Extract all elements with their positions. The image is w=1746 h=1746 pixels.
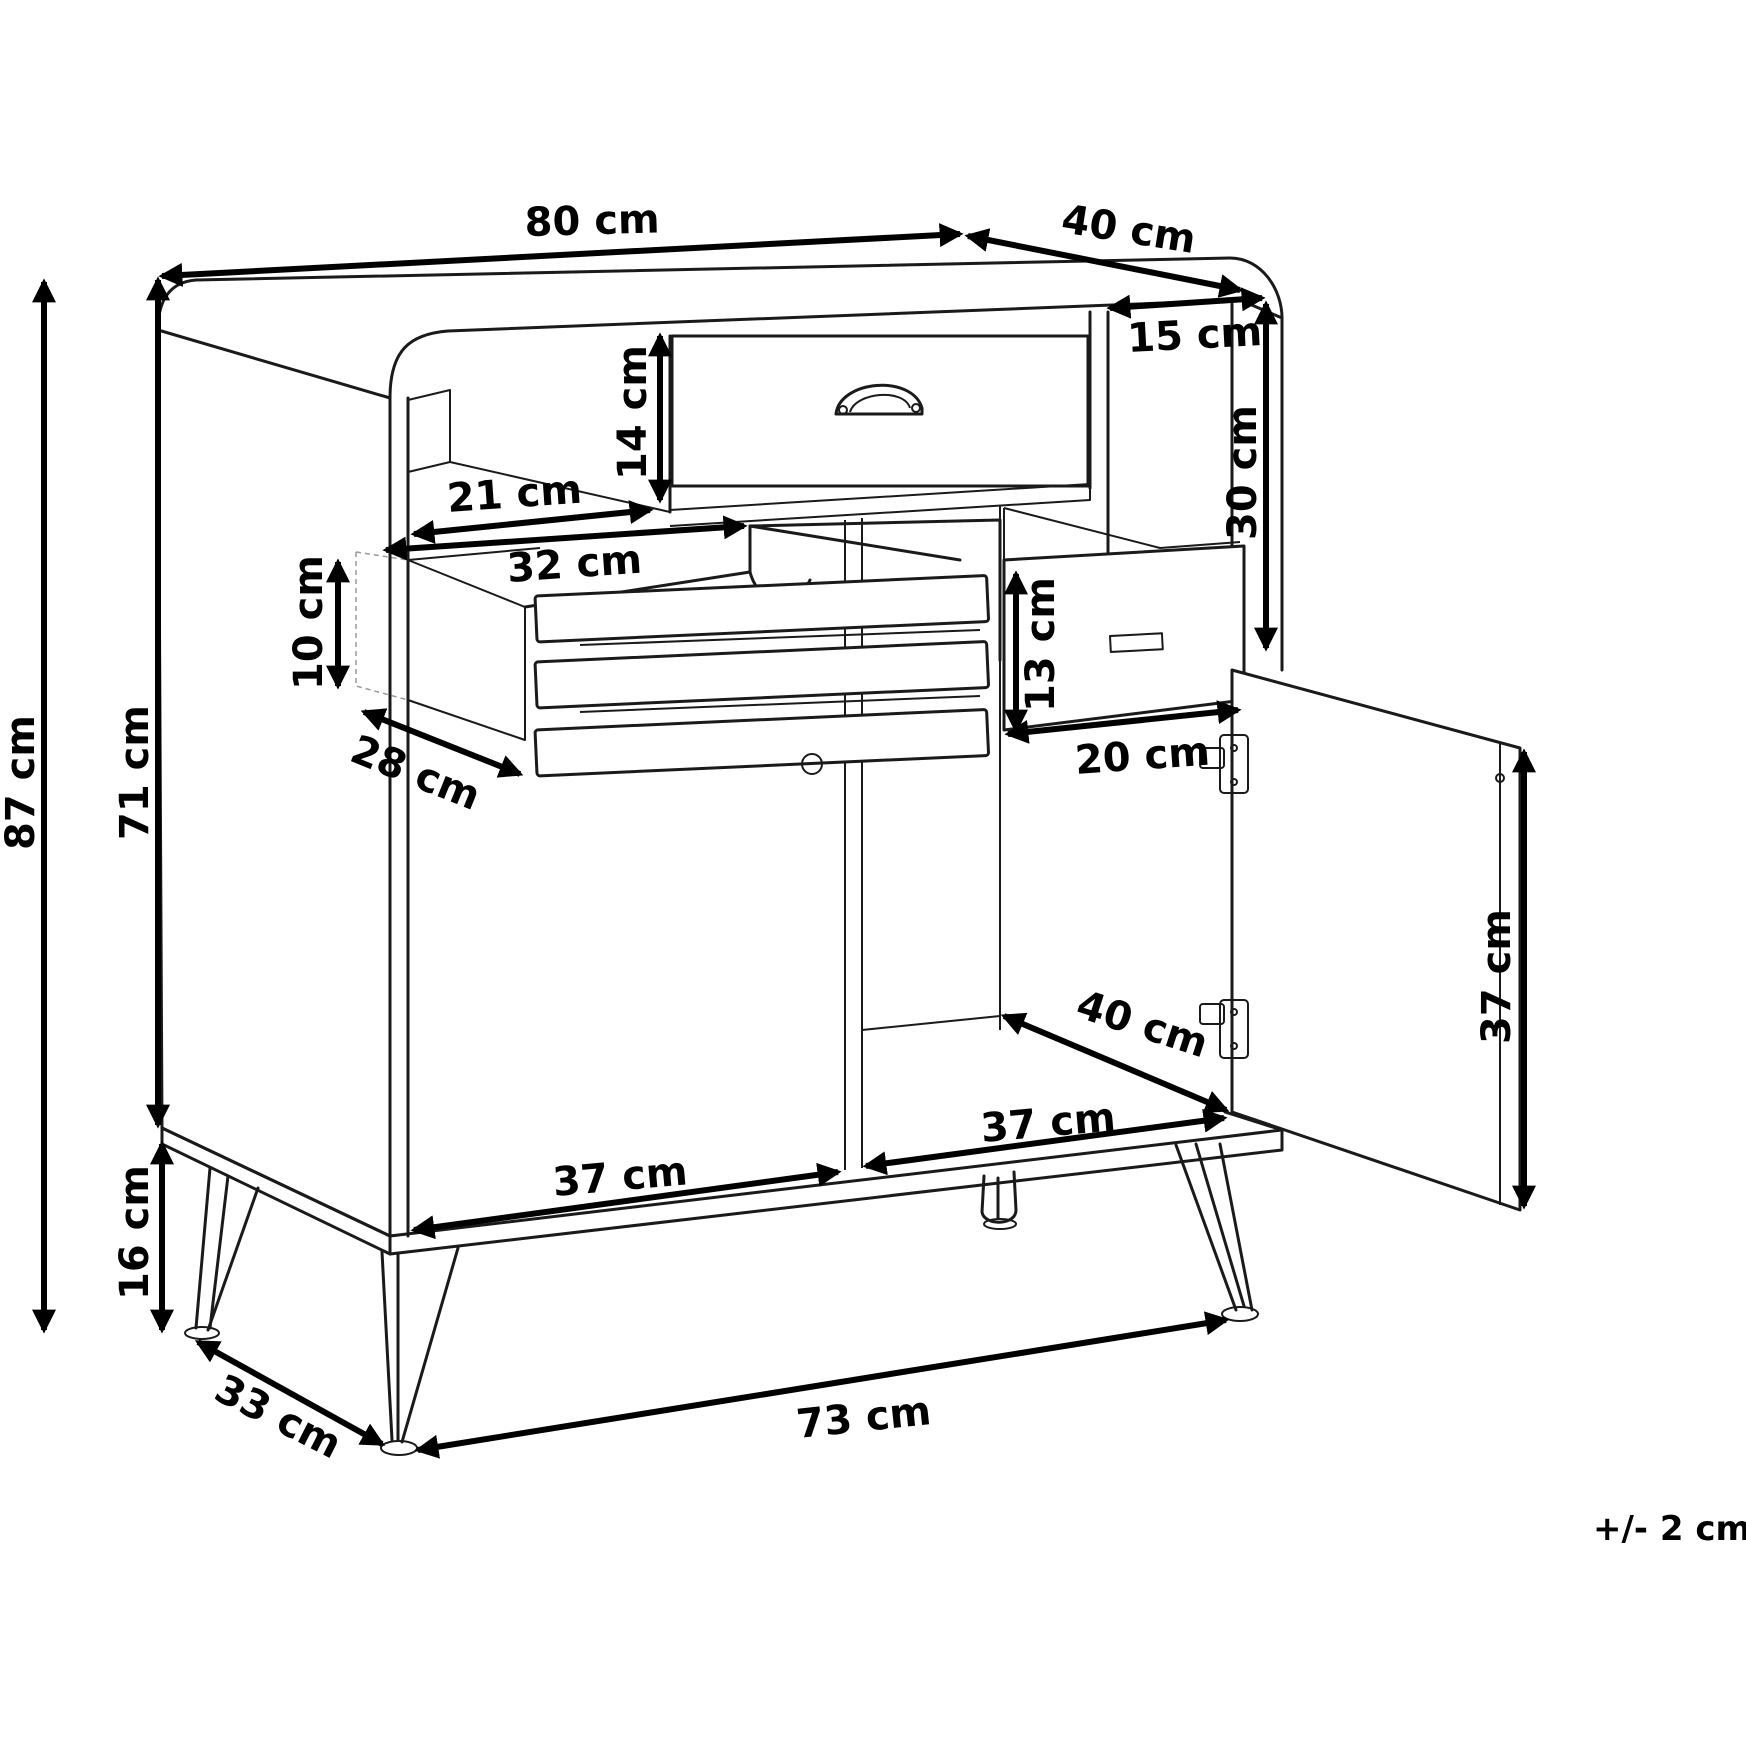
dim-arrow-73 <box>414 1311 1230 1459</box>
label-right-drawer-width: 20 cm <box>1073 729 1211 784</box>
label-right-compartment-width: 37 cm <box>979 1094 1117 1152</box>
label-total-depth: 40 cm <box>1058 196 1199 263</box>
hinge-top-icon <box>1199 734 1249 794</box>
label-right-drawer-height: 13 cm <box>1018 577 1064 712</box>
dim-arrow-37-left <box>410 1162 842 1240</box>
door-knob-icon <box>801 753 823 775</box>
cabinet-top-front-edge <box>388 298 1284 400</box>
label-door-height: 37 cm <box>1474 909 1520 1044</box>
tolerance-note: +/- 2 cm <box>1593 1509 1746 1549</box>
dimension-labels: 80 cm 40 cm 87 cm 71 cm 16 cm 14 cm 21 c… <box>0 196 1520 1468</box>
label-leg-height: 16 cm <box>112 1165 158 1300</box>
label-side-niche-height: 30 cm <box>1220 405 1266 540</box>
leg-back-right <box>980 1170 1018 1224</box>
dim-arrow-28 <box>360 708 524 778</box>
leg-back-left <box>194 1166 260 1332</box>
dim-arrow-33 <box>194 1339 386 1447</box>
dimension-lines <box>32 223 1536 1459</box>
label-total-width: 80 cm <box>524 196 660 246</box>
dim-arrow-20 <box>1004 700 1242 744</box>
bar-handle-icon <box>1109 632 1164 653</box>
top-drawer-front <box>670 334 1090 488</box>
label-body-height: 71 cm <box>112 705 158 840</box>
cup-handle-icon <box>834 383 924 416</box>
leg-front-right <box>1174 1142 1254 1312</box>
label-side-niche-width: 15 cm <box>1126 309 1263 362</box>
dim-arrow-37-right <box>862 1108 1228 1176</box>
label-shelf-inner-depth: 21 cm <box>445 467 583 522</box>
left-drawer <box>355 518 1002 778</box>
label-left-drawer-height: 10 cm <box>286 555 332 690</box>
label-total-height: 87 cm <box>0 715 44 850</box>
label-left-drawer-depth: 28 cm <box>344 727 486 820</box>
dim-arrow-15 <box>1106 287 1266 319</box>
cabinet-left-side <box>156 328 392 1238</box>
label-leg-width-span: 73 cm <box>794 1388 933 1448</box>
dim-arrow-80 <box>158 223 964 287</box>
dim-arrow-40-inner <box>1000 1012 1230 1114</box>
dim-arrow-40-top <box>964 228 1244 298</box>
dim-arrow-32 <box>382 515 748 561</box>
label-top-shelf-height: 14 cm <box>610 345 656 480</box>
label-left-drawer-width: 32 cm <box>505 537 643 592</box>
leg-front-left <box>380 1246 460 1444</box>
open-door <box>1199 668 1522 1212</box>
label-leg-depth-span: 33 cm <box>207 1366 348 1468</box>
